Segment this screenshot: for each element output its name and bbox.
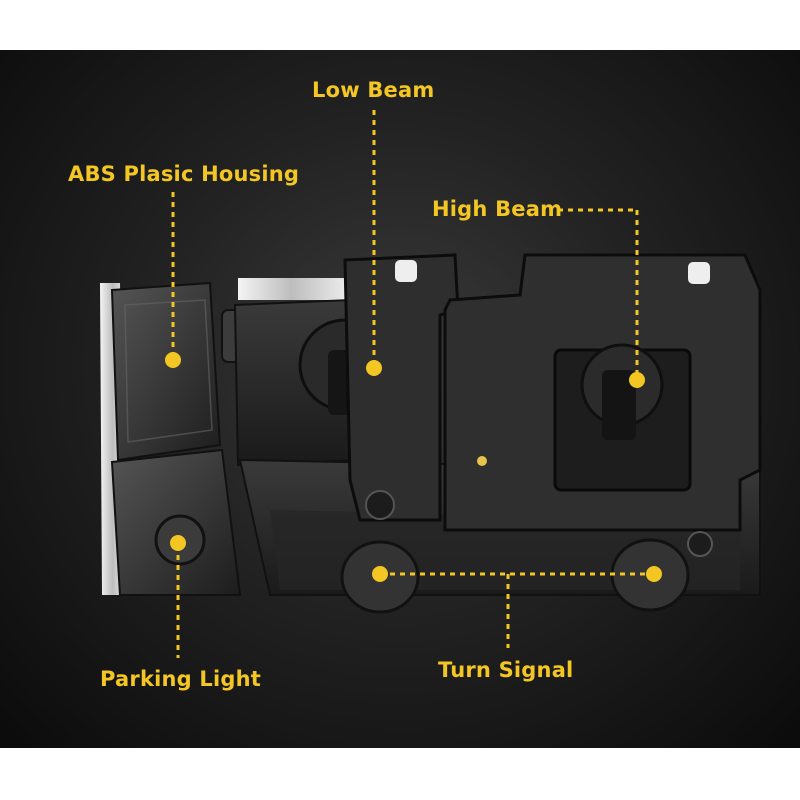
dot-high-beam bbox=[629, 372, 645, 388]
dot-low-beam bbox=[366, 360, 382, 376]
headlight-assembly-illustration bbox=[100, 110, 762, 658]
mount-hole bbox=[688, 262, 710, 284]
dot-abs-housing bbox=[165, 352, 181, 368]
callout-leaders bbox=[171, 110, 654, 658]
callout-high-beam: High Beam bbox=[432, 197, 563, 221]
dot-turn-signal-right bbox=[646, 566, 662, 582]
high-beam-bulb-base bbox=[602, 370, 636, 440]
callout-dots bbox=[165, 352, 662, 582]
mounting-bracket-left bbox=[343, 253, 460, 522]
headlight-chrome-strip bbox=[238, 278, 345, 300]
callout-abs-housing: ABS Plasic Housing bbox=[68, 162, 300, 186]
mount-hole bbox=[395, 260, 417, 282]
dot-parking-light bbox=[170, 535, 186, 551]
diagram-stage: Low Beam ABS Plasic Housing High Beam Pa… bbox=[0, 50, 800, 748]
callout-parking-light: Parking Light bbox=[100, 667, 262, 691]
callout-turn-signal: Turn Signal bbox=[438, 658, 574, 682]
dot-turn-signal-left bbox=[372, 566, 388, 582]
corner-lamp-upper bbox=[110, 281, 222, 462]
callout-low-beam: Low Beam bbox=[312, 78, 435, 102]
